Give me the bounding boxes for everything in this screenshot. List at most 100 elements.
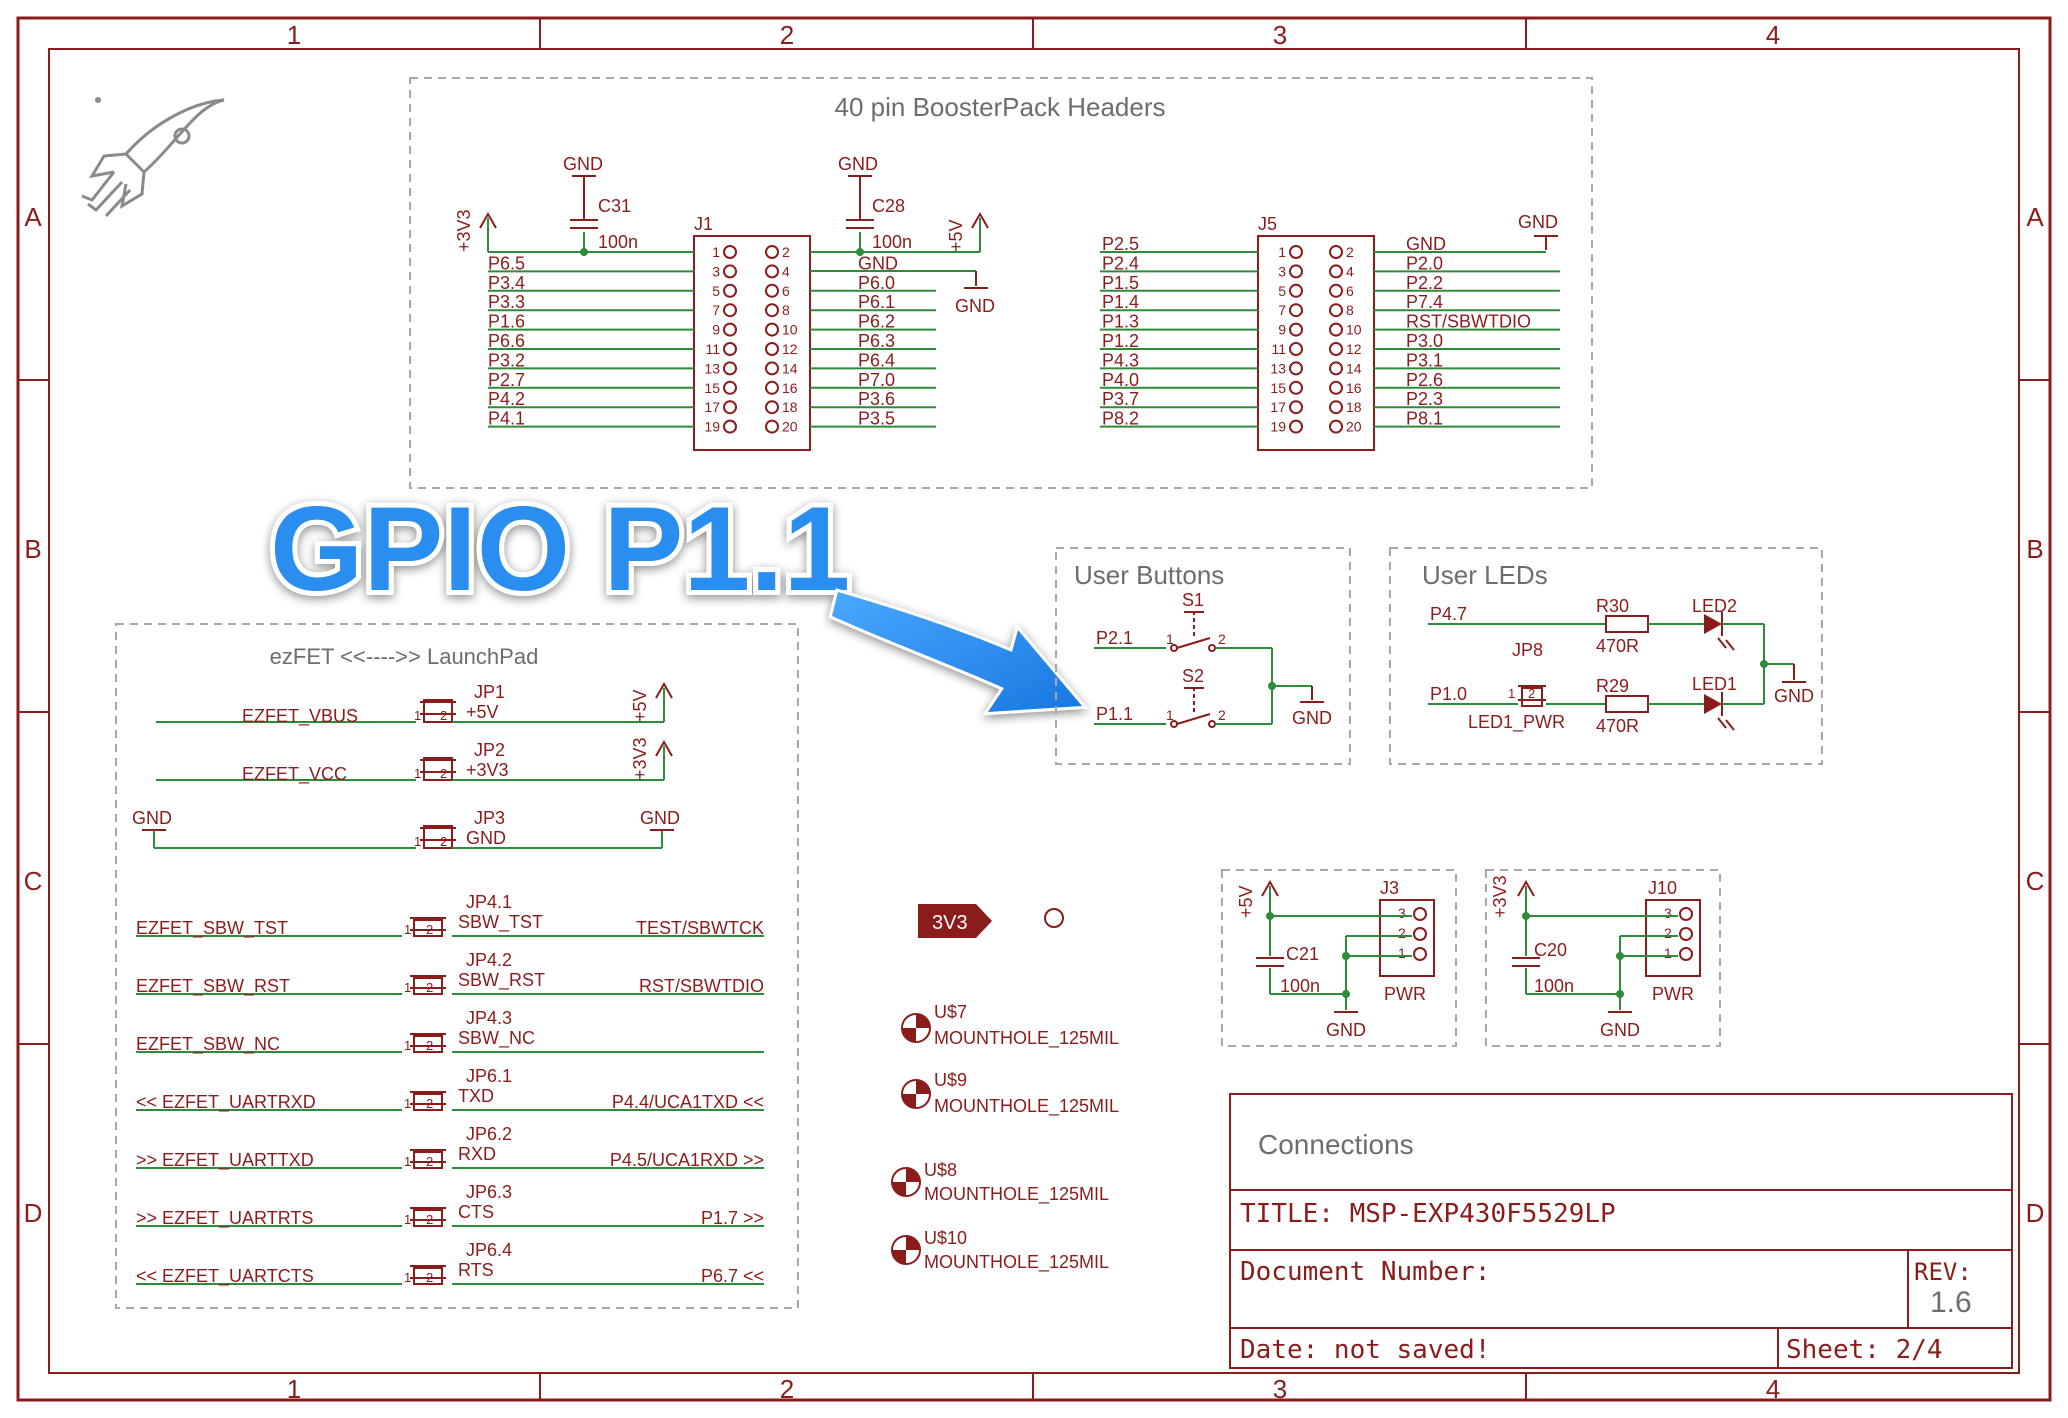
j1-pin-odd: 3 bbox=[712, 263, 720, 279]
led1-ref: LED1 bbox=[1692, 674, 1737, 694]
j5-pin-odd: 3 bbox=[1278, 263, 1286, 279]
j10-ref: J10 bbox=[1648, 878, 1677, 898]
ezfet-title: ezFET <<---->> LaunchPad bbox=[270, 644, 539, 669]
ezfet-row-left-net: >> EZFET_UARTRTS bbox=[136, 1208, 313, 1229]
ezfet-row-pin2: 2 bbox=[426, 1212, 433, 1227]
ezfet-row-ref: JP6.1 bbox=[466, 1066, 512, 1086]
j5-left-net: P4.0 bbox=[1102, 370, 1139, 390]
j3-gnd: GND bbox=[1326, 1020, 1366, 1040]
j5-pin-even: 14 bbox=[1346, 360, 1362, 376]
ezfet-jp-pin2: 2 bbox=[440, 834, 447, 849]
zone-col-4-top: 4 bbox=[1766, 20, 1780, 50]
j1-pin-even: 10 bbox=[782, 322, 798, 338]
j1-left-net: P1.6 bbox=[488, 312, 525, 332]
u8-ref: U$8 bbox=[924, 1160, 957, 1180]
zone-col-1-top: 1 bbox=[287, 20, 301, 50]
j1-right-net: P6.4 bbox=[858, 350, 895, 370]
ezfet-row-pin1: 1 bbox=[404, 1096, 411, 1111]
s1-pin2: 2 bbox=[1218, 631, 1226, 647]
j5-left-net: P8.2 bbox=[1102, 409, 1139, 429]
zone-col-4-bottom: 4 bbox=[1766, 1374, 1780, 1404]
j1-right-net: P6.2 bbox=[858, 312, 895, 332]
j5-gnd: GND bbox=[1518, 212, 1558, 232]
j5-right-net: P8.1 bbox=[1406, 409, 1443, 429]
j5-left-net: P1.4 bbox=[1102, 292, 1139, 312]
j1-right-net: P3.6 bbox=[858, 389, 895, 409]
c28-gnd: GND bbox=[838, 154, 878, 174]
ezfet-row-label: SBW_TST bbox=[458, 912, 543, 933]
j5-left-net: P3.7 bbox=[1102, 389, 1139, 409]
j1-left-net: P4.2 bbox=[488, 389, 525, 409]
j5-pin-even: 8 bbox=[1346, 302, 1354, 318]
j1-right-net: P7.0 bbox=[858, 370, 895, 390]
zone-col-3-top: 3 bbox=[1273, 20, 1287, 50]
j1-pin-even: 20 bbox=[782, 419, 798, 435]
zone-row-d-left: D bbox=[24, 1198, 43, 1228]
ezfet-row-right-net: P1.7 >> bbox=[701, 1208, 764, 1228]
ezfet-row-label: SBW_NC bbox=[458, 1028, 535, 1049]
j5-left-net: P1.2 bbox=[1102, 331, 1139, 351]
title-block-rev-value: 1.6 bbox=[1930, 1286, 1972, 1319]
j5-left-net: P2.5 bbox=[1102, 234, 1139, 254]
zone-row-b-right: B bbox=[2026, 534, 2043, 564]
test-point bbox=[1044, 908, 1064, 928]
j5-pin-odd: 13 bbox=[1270, 360, 1286, 376]
j3-supply: +5V bbox=[1236, 885, 1256, 918]
j1-pin-even: 14 bbox=[782, 360, 798, 376]
j1-pin-even: 16 bbox=[782, 380, 798, 396]
j5-left-net: P4.3 bbox=[1102, 350, 1139, 370]
ezfet-row-pin2: 2 bbox=[426, 1270, 433, 1285]
j5-left-net: P2.4 bbox=[1102, 253, 1139, 273]
zone-row-b-left: B bbox=[24, 534, 41, 564]
ezfet-row-ref: JP4.2 bbox=[466, 950, 512, 970]
u10-ref: U$10 bbox=[924, 1228, 967, 1248]
j5-pin-even: 18 bbox=[1346, 399, 1362, 415]
zone-row-a-right: A bbox=[2026, 202, 2044, 232]
jp8-pin1: 1 bbox=[1508, 686, 1515, 701]
j5-pin-even: 6 bbox=[1346, 283, 1354, 299]
j5-right-net: P2.2 bbox=[1406, 273, 1443, 293]
c31-value: 100n bbox=[598, 232, 638, 252]
j1-left-net: P3.3 bbox=[488, 292, 525, 312]
j10-label: PWR bbox=[1652, 984, 1694, 1004]
ezfet-row-left-net: >> EZFET_UARTTXD bbox=[136, 1150, 314, 1171]
ezfet-row-ref: JP6.4 bbox=[466, 1240, 512, 1260]
j1-supply-right: +5V bbox=[946, 219, 966, 252]
j1-pin-even: 4 bbox=[782, 263, 790, 279]
j5-pin-even: 16 bbox=[1346, 380, 1362, 396]
c28-value: 100n bbox=[872, 232, 912, 252]
user-leds-title: User LEDs bbox=[1422, 560, 1548, 590]
j1-pin-even: 18 bbox=[782, 399, 798, 415]
ezfet-row-pin2: 2 bbox=[426, 1096, 433, 1111]
j1-left-net: P2.7 bbox=[488, 370, 525, 390]
j1-pin-odd: 1 bbox=[712, 244, 720, 260]
mounthole-u8: U$8 MOUNTHOLE_125MIL bbox=[891, 1160, 1109, 1205]
j3-pin-2: 2 bbox=[1398, 925, 1406, 941]
jp3-label: GND bbox=[466, 828, 506, 848]
j10-supply: +3V3 bbox=[1490, 875, 1510, 918]
mounthole-u9: U$9 MOUNTHOLE_125MIL bbox=[901, 1070, 1119, 1117]
u9-value: MOUNTHOLE_125MIL bbox=[934, 1096, 1119, 1117]
j1-right-net: P6.3 bbox=[858, 331, 895, 351]
j1-pin-even: 2 bbox=[782, 244, 790, 260]
j10-pin-1: 1 bbox=[1664, 945, 1672, 961]
ezfet-row-left-net: << EZFET_UARTRXD bbox=[136, 1092, 316, 1113]
ezfet-row-left-net: EZFET_SBW_NC bbox=[136, 1034, 280, 1055]
led-net-bottom: P1.0 bbox=[1430, 684, 1467, 704]
j1-left-net: P4.1 bbox=[488, 409, 525, 429]
s2-net: P1.1 bbox=[1096, 704, 1133, 724]
power-header-j10: J10 PWR 3 2 1 +3V3 C20 100n GND bbox=[1485, 869, 1721, 1047]
c21-ref: C21 bbox=[1286, 944, 1319, 964]
j1-right-net: GND bbox=[858, 253, 898, 273]
ezfet-row-right-net: P4.5/UCA1RXD >> bbox=[610, 1150, 764, 1170]
j5-pin-odd: 17 bbox=[1270, 399, 1286, 415]
ezfet-launchpad: ezFET <<---->> LaunchPad EZFET_VBUS JP1 … bbox=[115, 623, 799, 1309]
j5-pin-odd: 19 bbox=[1270, 419, 1286, 435]
zone-row-c-right: C bbox=[2026, 866, 2045, 896]
j3-pin-1: 1 bbox=[1398, 945, 1406, 961]
r29-value: 470R bbox=[1596, 716, 1639, 736]
led2-ref: LED2 bbox=[1692, 596, 1737, 616]
